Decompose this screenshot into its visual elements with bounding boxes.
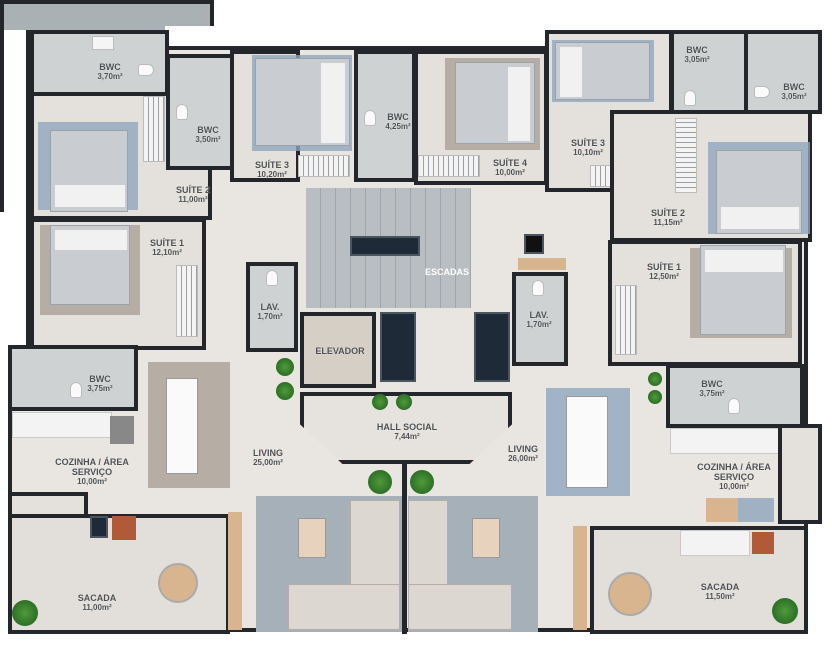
coffee-table bbox=[298, 518, 326, 558]
party-wall bbox=[402, 464, 407, 634]
bed bbox=[716, 150, 802, 234]
bed bbox=[700, 245, 786, 335]
round-table bbox=[608, 572, 652, 616]
plant bbox=[276, 382, 294, 400]
elevator bbox=[300, 312, 376, 388]
room-bwc-375-right bbox=[666, 364, 804, 428]
bed bbox=[555, 42, 650, 100]
bed bbox=[455, 62, 535, 144]
sofa bbox=[288, 584, 400, 630]
room-bwc-305-a bbox=[670, 30, 748, 114]
plant bbox=[12, 600, 38, 626]
wardrobe bbox=[298, 155, 350, 177]
toilet bbox=[138, 64, 154, 76]
dining-table bbox=[566, 396, 608, 488]
room-bwc-375-left bbox=[8, 345, 138, 411]
wardrobe bbox=[675, 118, 697, 193]
plant bbox=[396, 394, 412, 410]
bed bbox=[50, 130, 128, 212]
sofa bbox=[408, 584, 512, 630]
kitchen-counter bbox=[670, 428, 780, 454]
desk bbox=[518, 258, 566, 270]
grill bbox=[752, 532, 774, 554]
room-label: ESCADAS bbox=[424, 267, 470, 277]
wardrobe bbox=[143, 96, 165, 162]
wardrobe bbox=[176, 265, 198, 337]
dining-table bbox=[166, 378, 198, 474]
plant bbox=[410, 470, 434, 494]
coffee-table bbox=[472, 518, 500, 558]
wardrobe bbox=[418, 155, 480, 177]
service-area-right bbox=[778, 424, 822, 524]
bed bbox=[255, 58, 350, 146]
grill bbox=[112, 516, 136, 540]
plant bbox=[372, 394, 388, 410]
plant bbox=[648, 390, 662, 404]
bed bbox=[50, 225, 130, 305]
plant bbox=[368, 470, 392, 494]
room-label: ELEVADOR bbox=[315, 346, 365, 356]
chair bbox=[524, 234, 544, 254]
kitchen-counter bbox=[12, 412, 112, 438]
room-label: LAV.1,70m² bbox=[257, 302, 283, 321]
room-label: LAV.1,70m² bbox=[526, 310, 552, 329]
plant bbox=[648, 372, 662, 386]
round-table bbox=[158, 563, 198, 603]
plant bbox=[276, 358, 294, 376]
sink bbox=[92, 36, 114, 50]
plant bbox=[772, 598, 798, 624]
wardrobe bbox=[615, 285, 637, 355]
